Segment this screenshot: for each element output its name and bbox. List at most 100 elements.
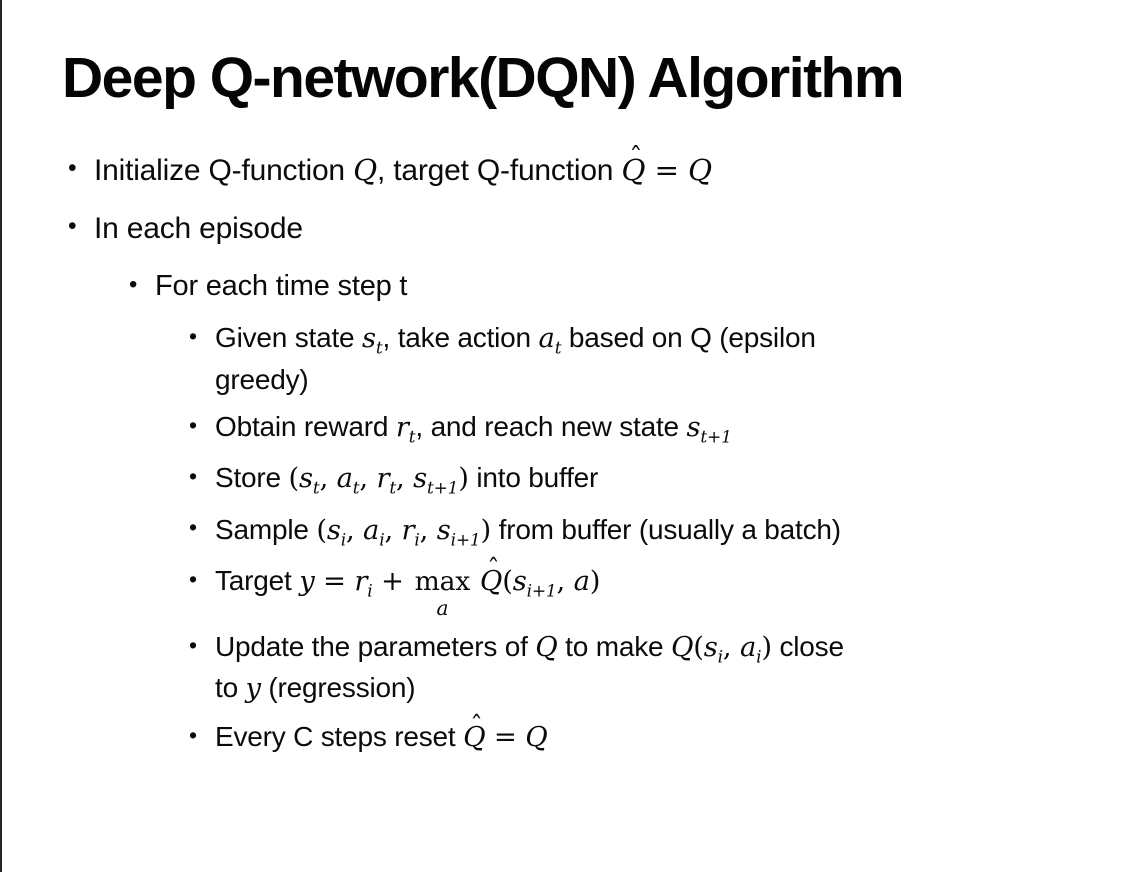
- text-segment: Sample: [215, 513, 317, 545]
- bullet-content: For each time step t: [155, 267, 1124, 306]
- math-symbol: (: [316, 514, 327, 546]
- bullet-item: • Obtain reward rt, and reach new state s…: [68, 408, 1124, 449]
- text-segment: based on Q (epsilon: [561, 322, 816, 354]
- math-variable: st+1: [686, 412, 732, 448]
- text-segment: Obtain reward: [215, 411, 396, 443]
- text-segment: In each episode: [94, 212, 303, 246]
- text-segment: , target Q-function: [376, 154, 622, 187]
- math-variable: Q: [525, 722, 548, 754]
- bullet-content: Sample (si, ai, ri, si+1) from buffer (u…: [215, 511, 1124, 552]
- text-segment: Target: [215, 564, 300, 596]
- bullet-marker: •: [189, 565, 197, 592]
- math-variable: si: [326, 514, 346, 551]
- math-symbol: ,: [384, 514, 402, 546]
- bullet-content: Initialize Q-function Q, target Q-functi…: [94, 145, 1124, 191]
- bullet-marker: •: [189, 323, 197, 350]
- math-subscript: t: [389, 478, 397, 499]
- bullet-marker: •: [129, 271, 138, 299]
- math-variable: st: [299, 463, 320, 499]
- math-subscript: i: [717, 647, 723, 668]
- hat-accent-icon: ˆ: [629, 143, 643, 175]
- math-subscript: i: [379, 530, 385, 551]
- text-segment: For each time step t: [155, 270, 408, 303]
- math-variable: si+1: [436, 514, 481, 551]
- hat-accent-icon: ˆ: [470, 710, 483, 740]
- text-segment: from buffer (usually a batch): [491, 513, 841, 545]
- bullet-marker: •: [189, 514, 197, 541]
- math-variable: Q: [621, 153, 646, 187]
- text-segment: into buffer: [468, 462, 599, 494]
- math-variable: at: [336, 463, 360, 499]
- math-symbol: =: [645, 153, 689, 187]
- math-subscript: t: [554, 338, 562, 359]
- text-segment: Update the parameters of: [215, 631, 536, 663]
- math-variable: a: [573, 565, 590, 597]
- bullet-marker: •: [68, 154, 77, 182]
- math-symbol: ,: [345, 514, 364, 546]
- math-subscript: i+1: [526, 581, 557, 602]
- bullet-content: Obtain reward rt, and reach new state st…: [215, 408, 1124, 449]
- math-symbol: =: [485, 722, 526, 754]
- bullet-list: • Initialize Q-function Q, target Q-funct…: [68, 145, 1124, 757]
- math-variable: Q: [670, 632, 694, 664]
- math-symbol: ): [480, 514, 492, 546]
- text-segment: [472, 565, 480, 596]
- math-variable: Q: [535, 632, 558, 664]
- bullet-content: In each episode: [94, 209, 1124, 249]
- math-subscript: i+1: [450, 530, 481, 551]
- text-segment: greedy): [215, 363, 309, 395]
- math-variable: ri: [401, 514, 420, 551]
- math-variable: rt: [376, 463, 397, 499]
- bullet-marker: •: [189, 463, 197, 490]
- math-subscript: i: [414, 530, 420, 551]
- bullet-item: • Store (st, at, rt, st+1) into buffer: [68, 459, 1124, 500]
- math-subscript: t+1: [700, 427, 732, 448]
- slide-left-border: [0, 0, 2, 872]
- math-variable: y: [245, 673, 262, 705]
- math-symbol: ,: [419, 514, 437, 546]
- math-symbol: (: [693, 632, 704, 664]
- math-subscript: t: [312, 478, 320, 499]
- math-symbol: ): [589, 565, 601, 597]
- bullet-item: • For each time step t: [68, 267, 1124, 306]
- bullet-marker: •: [189, 411, 197, 438]
- math-variable: st+1: [413, 463, 459, 499]
- math-symbol: ,: [396, 463, 414, 495]
- text-segment: close: [771, 631, 844, 663]
- math-variable: si: [703, 632, 723, 668]
- bullet-content: Store (st, at, rt, st+1) into buffer: [215, 459, 1124, 500]
- bullet-item: • Initialize Q-function Q, target Q-funct…: [68, 145, 1124, 191]
- math-symbol: ): [761, 632, 772, 664]
- math-variable: st: [362, 323, 383, 359]
- math-subscript: t: [408, 427, 416, 448]
- bullet-content: Update the parameters of Q to make Q(si,…: [215, 628, 1124, 708]
- math-variable: rt: [395, 412, 416, 448]
- hat-accent-icon: ˆ: [487, 554, 500, 584]
- bullet-item: • Sample (si, ai, ri, si+1) from buffer (…: [68, 511, 1124, 552]
- text-segment: , and reach new state: [415, 411, 687, 443]
- slide-title: Deep Q-network(DQN) Algorithm: [62, 46, 905, 110]
- math-variable: Q: [463, 722, 486, 754]
- max-operator-subscript: a: [436, 595, 449, 620]
- math-variable: ri: [354, 565, 373, 602]
- math-symbol: ,: [319, 463, 337, 495]
- max-operator-label: max: [414, 565, 471, 597]
- text-segment: Every C steps reset: [215, 721, 464, 753]
- bullet-marker: •: [189, 631, 197, 658]
- math-subscript: i: [367, 581, 373, 602]
- math-variable: Q: [353, 153, 377, 187]
- bullet-marker: •: [68, 213, 77, 241]
- math-variable: Q: [479, 565, 503, 597]
- bullet-item: • Update the parameters of Q to make Q(si…: [68, 628, 1124, 708]
- bullet-item: • In each episode: [68, 209, 1124, 249]
- math-symbol: +: [372, 565, 413, 597]
- math-symbol: =: [314, 565, 355, 597]
- math-variable: at: [538, 323, 562, 359]
